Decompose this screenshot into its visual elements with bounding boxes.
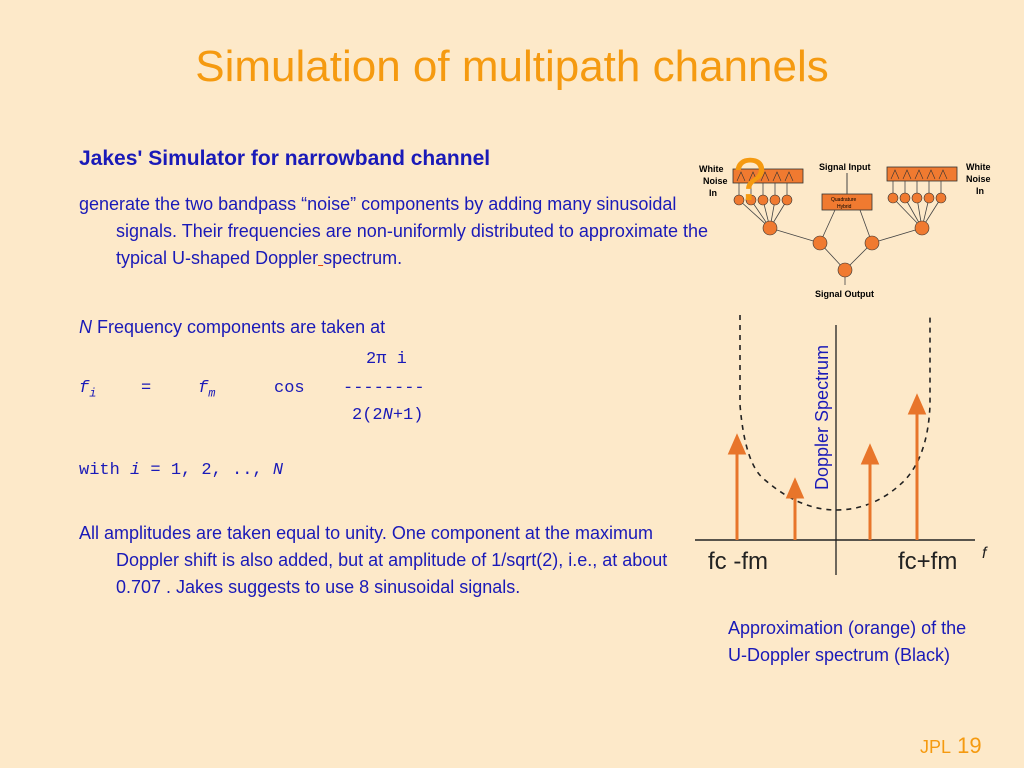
subtitle: Jakes' Simulator for narrowband channel <box>79 147 491 170</box>
formula-with: with i = 1, 2, .., N <box>79 461 284 480</box>
doppler-spectrum-plot: Doppler Spectrum fc -fm fc+fm f <box>695 315 988 575</box>
arrow-head-1 <box>727 433 747 455</box>
paragraph-noise-components: generate the two bandpass “noise” compon… <box>79 191 736 272</box>
para1-text: generate the two bandpass “noise” compon… <box>79 194 708 268</box>
fc-plus-fm-label: fc+fm <box>898 548 957 575</box>
formula-cos: cos <box>274 379 305 398</box>
white-noise-left-2: Noise <box>703 176 728 186</box>
figure-caption: Approximation (orange) of the U-Doppler … <box>728 618 967 665</box>
arrow-head-2 <box>785 477 805 499</box>
u-doppler-curve <box>739 315 931 511</box>
white-noise-right-1: White <box>966 162 991 172</box>
footer: JPL 19 <box>920 733 982 759</box>
jakes-block-diagram: White Noise In White Noise In Signal Inp… <box>699 146 991 299</box>
white-noise-left-1: White <box>699 164 724 174</box>
question-mark-icon: ? <box>733 146 766 213</box>
f-axis-label: f <box>982 545 988 562</box>
footer-label: JPL <box>920 737 952 757</box>
quadrature-label-2: Hybrid <box>837 204 852 210</box>
para1-end: spectrum. <box>323 248 403 268</box>
formula-denominator: 2(2N+1) <box>352 406 424 425</box>
n-variable: N <box>79 317 92 337</box>
signal-output-label: Signal Output <box>815 289 874 299</box>
white-noise-right-2: Noise <box>966 174 991 184</box>
arrow-head-4 <box>907 393 927 415</box>
paragraph-frequency: N Frequency components are taken at <box>79 314 616 341</box>
white-noise-right-3: In <box>976 186 984 196</box>
signal-input-label: Signal Input <box>819 162 871 172</box>
quadrature-label-1: Quadrature <box>831 197 857 203</box>
slide-title: Simulation of multipath channels <box>195 42 829 91</box>
paragraph-amplitudes: All amplitudes are taken equal to unity.… <box>79 523 668 597</box>
formula-dashes: -------- <box>343 379 425 398</box>
formula-equals: = <box>141 379 152 398</box>
arrow-head-3 <box>860 443 880 465</box>
formula-fm: fm <box>198 379 216 401</box>
fc-minus-fm-label: fc -fm <box>708 548 768 575</box>
doppler-spectrum-label: Doppler Spectrum <box>812 345 832 490</box>
white-noise-left-3: In <box>709 188 717 198</box>
para2-text: Frequency components are taken at <box>92 317 386 337</box>
page-number: 19 <box>957 733 982 758</box>
formula-numerator: 2π i <box>366 350 407 369</box>
formula-line: fi <box>79 379 97 401</box>
